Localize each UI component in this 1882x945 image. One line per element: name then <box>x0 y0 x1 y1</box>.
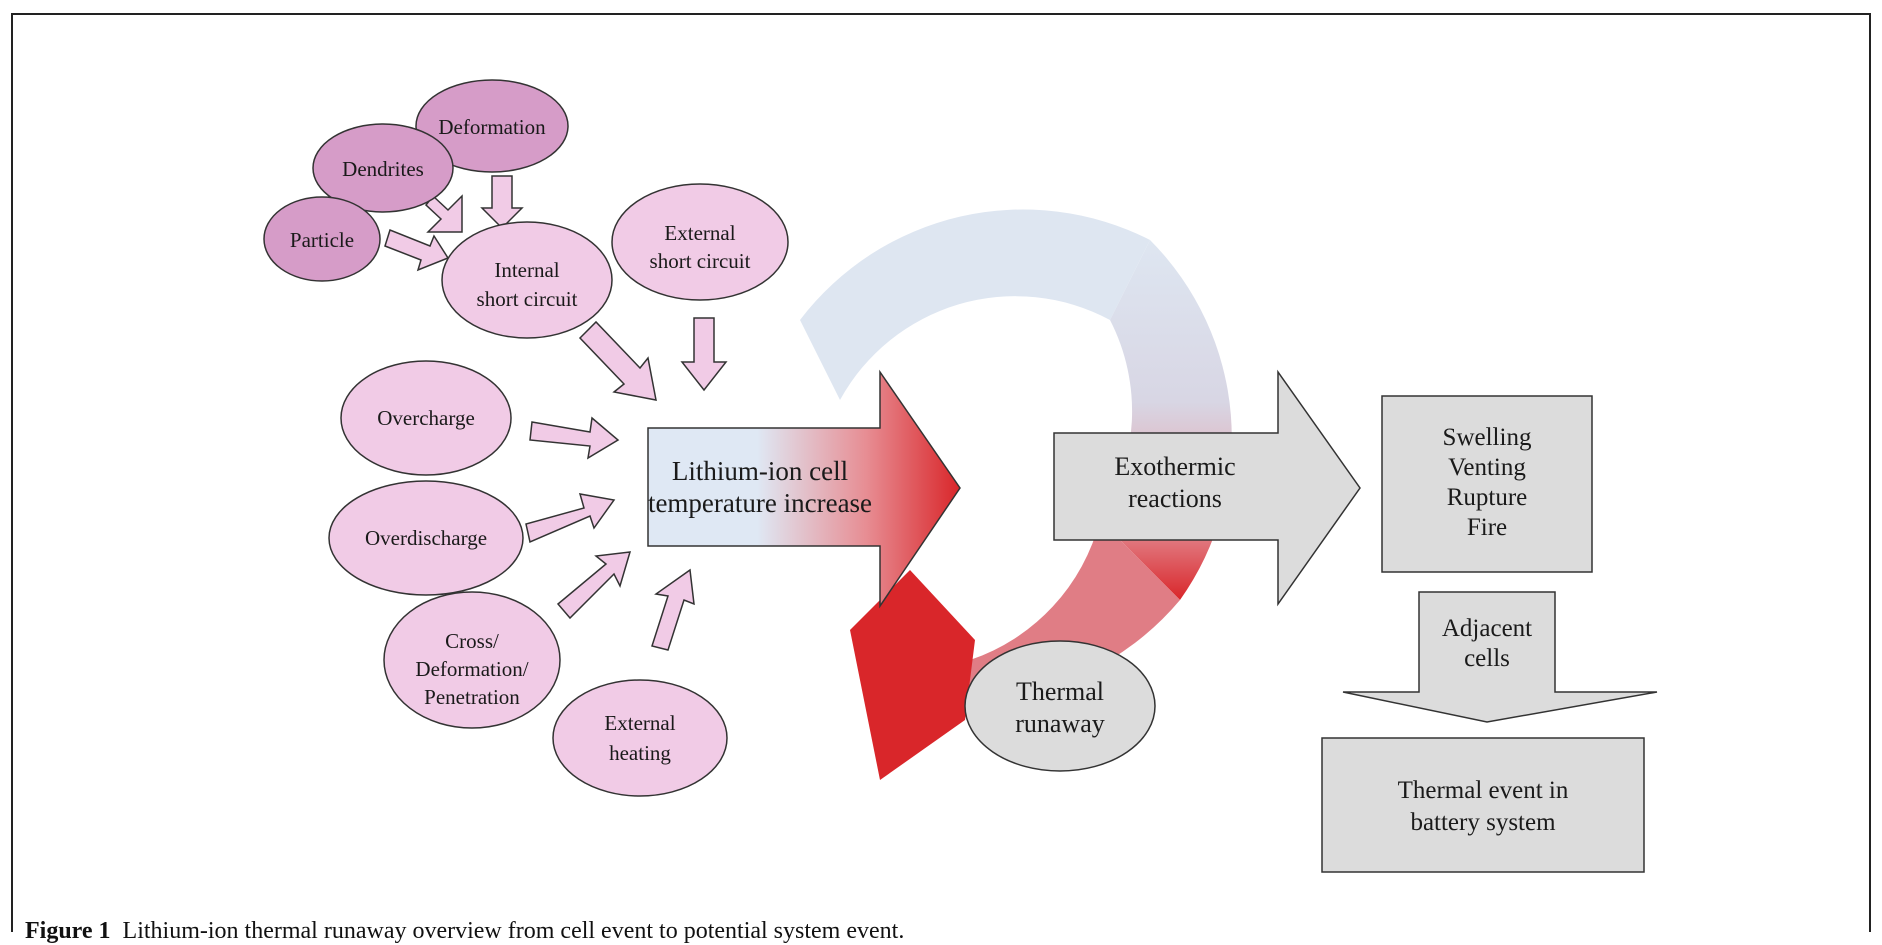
cause-bubbles <box>263 79 789 797</box>
label-external-heating-1: External <box>604 711 675 735</box>
bubble-overdischarge <box>328 480 524 596</box>
bubble-external-heating <box>552 679 728 797</box>
effect-fire: Fire <box>1467 514 1507 541</box>
label-crush-2: Deformation/ <box>415 657 528 681</box>
effect-venting: Venting <box>1448 454 1526 481</box>
label-deformation: Deformation <box>438 115 546 139</box>
label-dendrites: Dendrites <box>342 157 424 181</box>
exothermic-arrow <box>1053 369 1361 607</box>
bubble-dendrites <box>312 123 454 213</box>
effects-box <box>1381 395 1593 573</box>
bubble-crush <box>383 591 561 729</box>
arrow-particle-to-internal <box>384 229 450 272</box>
label-overcharge: Overcharge <box>377 406 475 430</box>
bubble-deformation <box>415 79 569 173</box>
label-internal-short-1: Internal <box>494 258 559 282</box>
adjacent-line-2: cells <box>1464 645 1510 672</box>
bubble-internal-short <box>441 221 613 339</box>
system-event-box <box>1321 737 1645 873</box>
adjacent-cells-arrow <box>1342 591 1658 723</box>
system-event-line-2: battery system <box>1410 809 1556 836</box>
label-external-short-1: External <box>664 221 735 245</box>
main-arrow-line-2: temperature increase <box>648 488 872 518</box>
exothermic-line-1: Exothermic <box>1114 452 1235 481</box>
thermal-runaway-line-2: runaway <box>1015 709 1105 738</box>
thermal-runaway-bubble <box>964 640 1156 772</box>
label-overdischarge: Overdischarge <box>365 526 487 550</box>
effect-rupture: Rupture <box>1447 484 1528 511</box>
adjacent-line-1: Adjacent <box>1442 615 1532 642</box>
exothermic-line-2: reactions <box>1128 484 1222 513</box>
caption-text: Lithium-ion thermal runaway overview fro… <box>122 918 905 944</box>
caption-label: Figure 1 <box>25 918 111 944</box>
arrow-crush-to-main <box>556 551 632 620</box>
arrow-deformation-to-internal <box>480 175 524 230</box>
bubble-particle <box>263 196 381 282</box>
main-arrow-line-1: Lithium-ion cell <box>672 456 848 486</box>
label-external-heating-2: heating <box>609 741 671 765</box>
arrow-overdischarge-to-main <box>525 493 616 544</box>
label-crush-1: Cross/ <box>445 629 499 653</box>
figure-border <box>11 13 1871 932</box>
thermal-runaway-line-1: Thermal <box>1016 677 1104 706</box>
arrow-internal-to-main <box>578 320 657 401</box>
arrow-external-short-to-main <box>680 317 728 392</box>
bubble-external-short <box>611 183 789 301</box>
label-external-short-2: short circuit <box>650 249 751 273</box>
label-crush-3: Penetration <box>424 685 520 709</box>
cause-arrows <box>384 175 728 651</box>
system-event-line-1: Thermal event in <box>1398 777 1569 804</box>
bubble-overcharge <box>340 360 512 476</box>
arrow-heating-to-main <box>651 568 695 651</box>
main-temperature-arrow <box>647 369 961 609</box>
arrow-overcharge-to-main <box>529 416 620 460</box>
effect-swelling: Swelling <box>1443 424 1532 451</box>
label-particle: Particle <box>290 228 354 252</box>
arrow-dendrites-to-internal <box>424 194 463 233</box>
label-internal-short-2: short circuit <box>477 287 578 311</box>
